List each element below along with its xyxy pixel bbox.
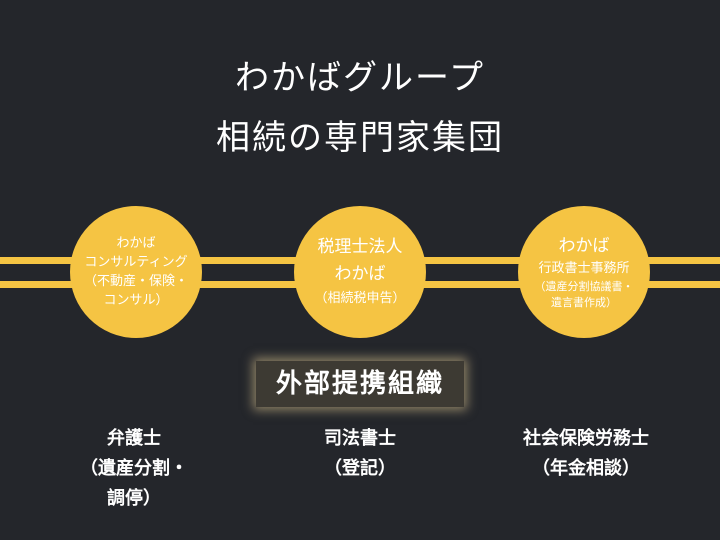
partner-lawyer: 弁護士 （遺産分割・ 調停）: [24, 424, 244, 514]
partner-description: （年金相談）: [532, 458, 640, 479]
group-description: （相続税申告）: [314, 291, 406, 306]
group-circle-admin-scrivener: わかば 行政書士事務所 （遺産分割協議書・ 遺言書作成）: [518, 206, 650, 338]
group-name-sub: 行政書士事務所: [538, 261, 630, 276]
group-description: 遺言書作成）: [551, 296, 617, 309]
partner-description: （登記）: [324, 458, 396, 479]
partner-labor-consultant: 社会保険労務士 （年金相談）: [476, 424, 696, 484]
group-name-sub: わかば: [334, 264, 386, 284]
group-description: （遺産分割協議書・: [534, 280, 634, 293]
group-description: （不動産・保険・: [83, 274, 188, 289]
group-name-sub: コンサルティング: [84, 255, 188, 270]
partner-description: （遺産分割・: [80, 458, 188, 479]
group-description: コンサル）: [103, 293, 169, 308]
partner-name: 弁護士: [107, 428, 161, 449]
group-name: 税理士法人: [317, 237, 403, 257]
external-partners-label: 外部提携組織: [256, 361, 464, 407]
partner-name: 司法書士: [324, 428, 396, 449]
partner-name: 社会保険労務士: [523, 428, 649, 449]
title-line-2: 相続の専門家集団: [216, 118, 504, 158]
partner-judicial-scrivener: 司法書士 （登記）: [250, 424, 470, 484]
group-name: わかば: [558, 236, 610, 256]
group-circle-tax: 税理士法人 わかば （相続税申告）: [294, 206, 426, 338]
group-circle-consulting: わかば コンサルティング （不動産・保険・ コンサル）: [70, 206, 202, 338]
title-line-1: わかばグループ: [235, 58, 485, 98]
partner-description: 調停）: [107, 488, 161, 509]
group-name: わかば: [116, 236, 156, 251]
